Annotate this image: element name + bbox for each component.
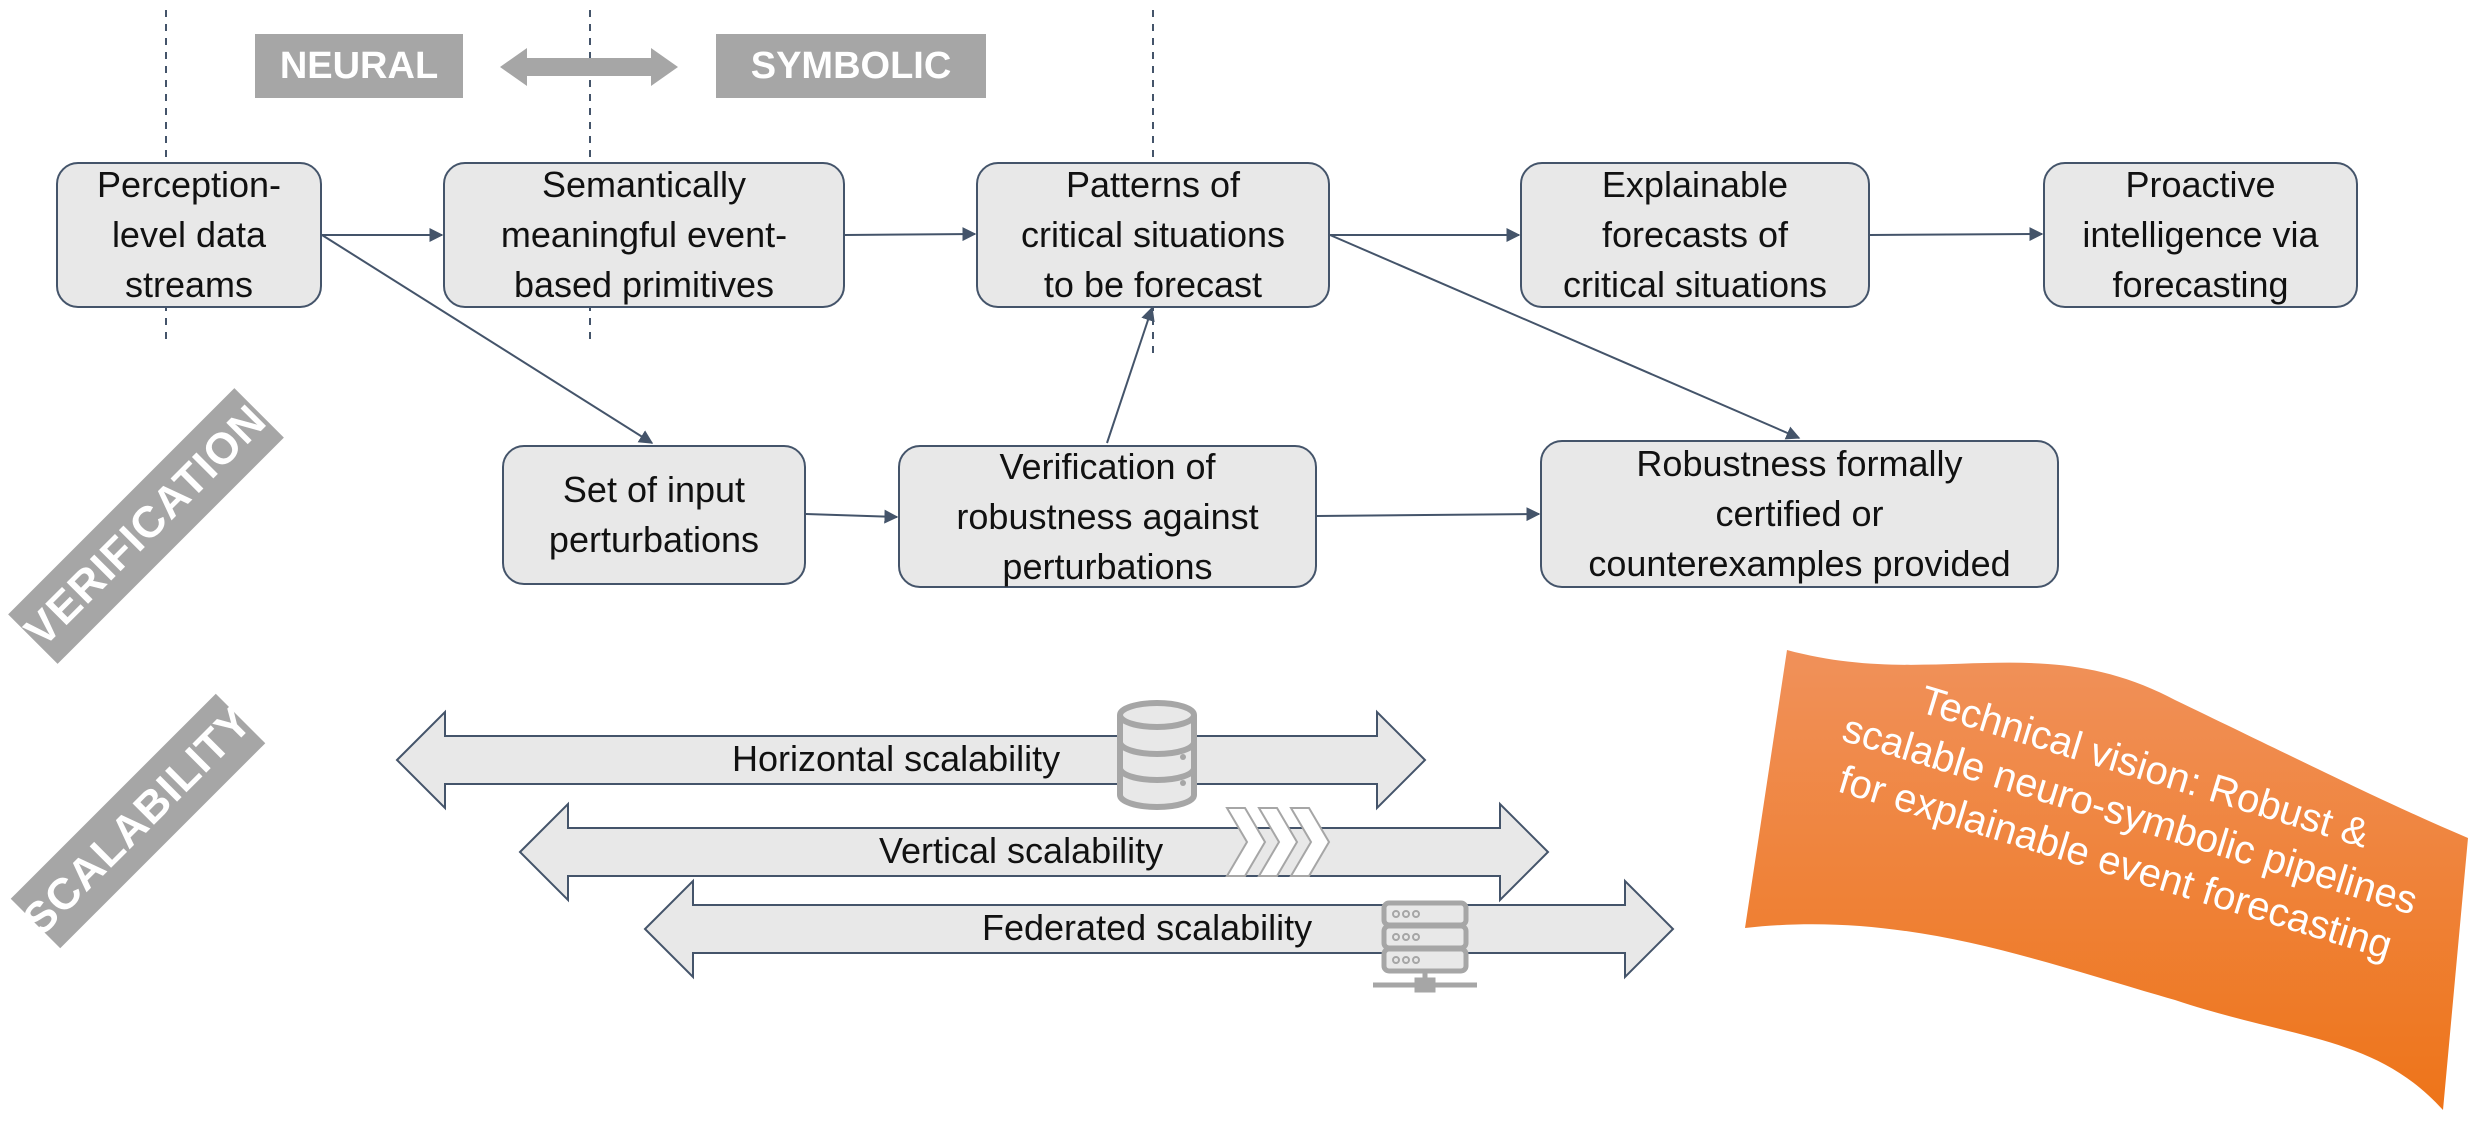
connector-arrow [1329,234,1801,440]
symbolic-tag: SYMBOLIC [716,34,986,98]
node-event-based-primitives: Semantically meaningful event- based pri… [443,162,845,308]
server-network-icon [1373,900,1477,993]
connector-arrow [1106,306,1155,444]
connector-arrow [805,509,899,524]
vision-banner [1745,650,2468,1110]
node-robustness-certified: Robustness formally certified or counter… [1540,440,2059,588]
connector-arrow [844,227,977,242]
node-proactive-intelligence: Proactive intelligence via forecasting [2043,162,2358,308]
federated-scalability-label: Federated scalability [982,907,1313,948]
vertical-scalability-label: Vertical scalability [879,830,1164,871]
horizontal-scalability-label: Horizontal scalability [732,738,1061,779]
node-perception-data-streams: Perception- level data streams [56,162,322,308]
node-input-perturbations: Set of input perturbations [502,445,806,585]
connector-arrow [321,234,654,444]
neural-symbolic-arrow [500,48,678,86]
connector-arrow [1869,227,2044,242]
neural-tag: NEURAL [255,34,463,98]
server-lights [1392,910,1420,964]
node-explainable-forecasts: Explainable forecasts of critical situat… [1520,162,1870,308]
node-critical-situation-patterns: Patterns of critical situations to be fo… [976,162,1330,308]
chevrons-icon [1225,807,1331,877]
database-icon [1117,700,1197,810]
node-robustness-verification: Verification of robustness against pertu… [898,445,1317,588]
connector-arrow [1316,507,1541,522]
